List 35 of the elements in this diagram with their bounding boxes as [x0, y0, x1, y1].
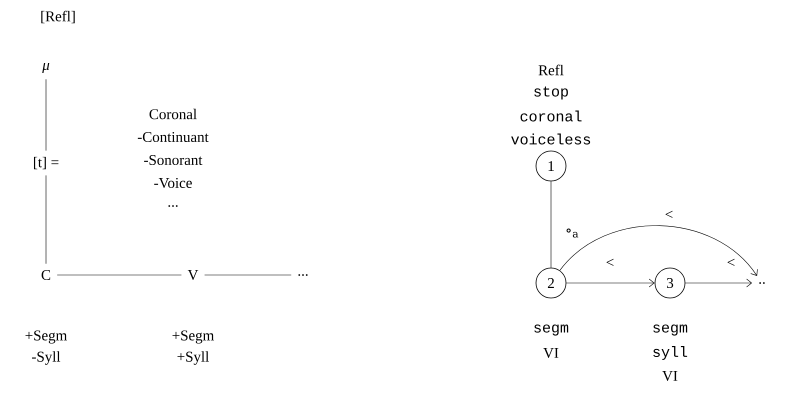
skeleton-symbol: C — [42, 270, 50, 280]
feature-label: segm — [653, 324, 688, 336]
edge-label: < — [664, 210, 674, 220]
edge-label: ∘$_{a}$ — [564, 227, 580, 239]
connector-line — [204, 274, 292, 276]
edge-label: < — [604, 258, 616, 268]
segment-symbol: [t] = — [34, 156, 58, 170]
feature-label: stop — [534, 86, 568, 100]
arrow — [560, 225, 758, 276]
bracket-label: [Refl] — [41, 10, 75, 24]
connector-line — [550, 181, 552, 268]
feature-label: Refl — [538, 64, 564, 76]
feature-label: -Sonorant — [144, 155, 202, 166]
feature-label: coronal — [520, 110, 582, 122]
feature-label: segm — [534, 324, 568, 336]
connector-line — [56, 274, 182, 276]
feature-label: -Continuant — [138, 132, 209, 142]
arrow — [685, 278, 752, 288]
edge-label: < — [726, 258, 736, 268]
feature-label: ... — [168, 205, 178, 207]
tier-symbol: μ — [42, 62, 50, 74]
feature-label: voiceless — [511, 134, 590, 144]
feature-label: +Syll — [178, 351, 209, 365]
feature-label: +Segm — [172, 330, 214, 344]
skeleton-symbol: V — [188, 270, 198, 280]
feature-label: +Segm — [26, 330, 67, 344]
feature-label: VI — [543, 348, 558, 358]
feature-label: syll — [653, 346, 688, 360]
arrow — [566, 278, 655, 288]
feature-label: -Syll — [32, 351, 60, 365]
feature-label: Coronal — [150, 108, 197, 120]
feature-label: -Voice — [154, 178, 192, 188]
ellipsis: ... — [298, 274, 308, 276]
feature-label: VI — [662, 371, 678, 381]
tier-symbol: .. — [759, 282, 765, 284]
